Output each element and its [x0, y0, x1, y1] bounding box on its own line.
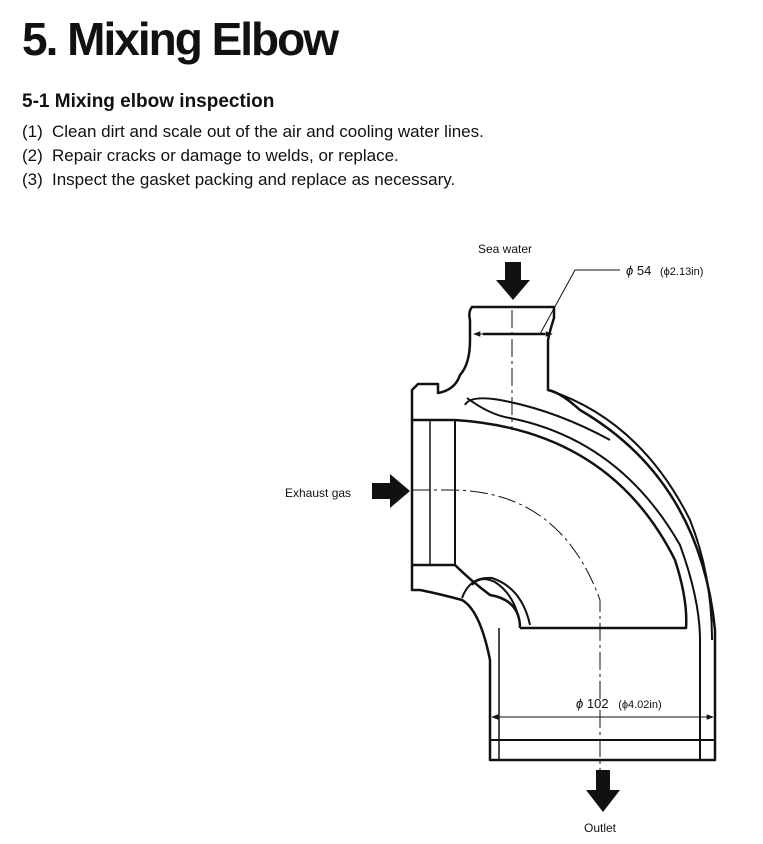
outlet-arrow-icon — [586, 770, 620, 812]
step-item: (2) Repair cracks or damage to welds, or… — [22, 144, 562, 168]
exhaust-gas-label: Exhaust gas — [285, 486, 351, 500]
inspection-steps: (1) Clean dirt and scale out of the air … — [22, 120, 562, 192]
step-number: (2) — [22, 146, 43, 165]
section-heading: 5-1 Mixing elbow inspection — [22, 91, 275, 112]
step-text: Repair cracks or damage to welds, or rep… — [52, 146, 399, 165]
dimension-large-label: ϕ 102 (ϕ4.02in) — [576, 696, 662, 711]
sea-water-label: Sea water — [478, 242, 532, 256]
exhaust-gas-arrow-icon — [372, 474, 410, 508]
dimension-small — [473, 269, 620, 337]
centerline — [412, 310, 601, 770]
elbow-body — [410, 305, 717, 762]
step-item: (1) Clean dirt and scale out of the air … — [22, 120, 562, 144]
step-number: (1) — [22, 122, 43, 141]
sea-water-arrow-icon — [496, 262, 530, 300]
step-text: Clean dirt and scale out of the air and … — [52, 122, 484, 141]
step-number: (3) — [22, 170, 43, 189]
dimension-small-label: ϕ 54 (ϕ2.13in) — [626, 263, 703, 278]
step-item: (3) Inspect the gasket packing and repla… — [22, 168, 562, 192]
outlet-label: Outlet — [584, 821, 617, 835]
step-text: Inspect the gasket packing and replace a… — [52, 170, 456, 189]
page-title: 5. Mixing Elbow — [22, 13, 339, 65]
